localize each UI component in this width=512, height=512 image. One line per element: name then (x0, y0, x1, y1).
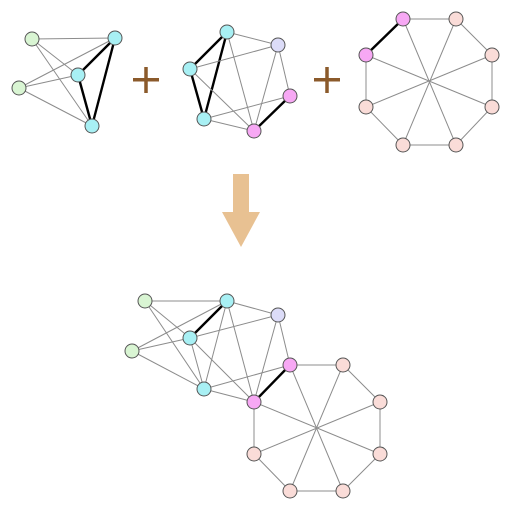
middle-graph (182, 24, 298, 139)
merged-graph-edge-12 (189, 337, 255, 403)
merged-graph-edge-5 (131, 350, 205, 390)
middle-graph-node-3 (270, 37, 286, 53)
right-graph (358, 11, 500, 153)
merged-graph-edge-19 (342, 364, 381, 403)
middle-graph-edge-2 (188, 68, 206, 120)
left-graph (11, 30, 123, 134)
middle-graph-edge-11 (253, 95, 291, 132)
merged-graph-node-1 (124, 343, 140, 359)
left-graph-node-4 (84, 118, 100, 134)
merged-graph-node-0 (137, 293, 153, 309)
right-graph-node-0 (395, 11, 411, 27)
merged-graph-edge-23 (253, 453, 291, 492)
merged-graph-node-10 (372, 446, 388, 462)
merged-graph-node-7 (246, 394, 262, 410)
down-arrow-icon (222, 174, 260, 247)
left-graph-edge-3 (18, 37, 116, 89)
right-graph-node-2 (448, 11, 464, 27)
plus-sign-2 (314, 67, 340, 93)
right-graph-edge-10 (402, 18, 457, 146)
merged-graph-edge-14 (203, 388, 255, 403)
right-graph-node-7 (358, 99, 374, 115)
middle-graph-edge-9 (277, 44, 291, 97)
middle-graph-node-2 (196, 111, 212, 127)
right-graph-edge-0 (365, 18, 404, 56)
merged-graph-node-3 (182, 330, 198, 346)
right-graph-node-6 (395, 137, 411, 153)
merged-graph-edge-9 (226, 300, 279, 316)
middle-graph-edge-7 (203, 95, 291, 120)
middle-graph-node-1 (182, 61, 198, 77)
merged-graph-edge-11 (189, 314, 279, 339)
merged-graph-edge-28 (253, 401, 381, 455)
right-graph-node-1 (358, 47, 374, 63)
merged-graph-node-8 (335, 357, 351, 373)
middle-graph-node-4 (282, 88, 298, 104)
right-graph-edge-4 (455, 106, 493, 146)
left-graph-node-1 (11, 80, 27, 96)
merged-graph-node-9 (372, 394, 388, 410)
middle-graph-edge-10 (253, 44, 279, 132)
merged-graph-edge-13 (203, 364, 291, 390)
middle-graph-edge-3 (226, 31, 279, 46)
left-graph-edge-1 (31, 38, 79, 76)
left-graph-edge-0 (31, 37, 116, 40)
middle-graph-edge-5 (189, 44, 279, 70)
merged-graph-edge-10 (226, 300, 255, 403)
middle-graph-edge-8 (203, 118, 255, 132)
left-graph-node-0 (24, 31, 40, 47)
merged-graph-node-11 (335, 483, 351, 499)
merged-graph-node-2 (219, 293, 235, 309)
plus-sign-1 (133, 67, 159, 93)
right-graph-edge-11 (365, 54, 493, 108)
merged-graph-node-4 (196, 381, 212, 397)
merged-graph-edge-4 (131, 337, 191, 352)
merged-graph-edge-7 (203, 300, 228, 390)
merged-graph-edge-17 (253, 364, 291, 403)
left-graph-edge-2 (31, 38, 93, 127)
merged-graph-edge-3 (131, 300, 228, 352)
left-graph-edge-4 (18, 74, 79, 89)
merged-graph-node-12 (282, 483, 298, 499)
merged-graph-edge-16 (253, 314, 279, 403)
right-graph-edge-2 (455, 18, 493, 56)
middle-graph-node-0 (219, 24, 235, 40)
merged-graph-node-6 (282, 357, 298, 373)
left-graph-node-2 (107, 30, 123, 46)
middle-graph-node-5 (246, 123, 262, 139)
right-graph-node-3 (484, 47, 500, 63)
merged-graph (124, 293, 388, 499)
merged-graph-edge-6 (189, 300, 228, 339)
left-graph-node-3 (70, 67, 86, 83)
right-graph-node-4 (484, 99, 500, 115)
merged-graph-edge-21 (342, 453, 381, 492)
left-graph-edge-7 (90, 37, 117, 127)
left-graph-edge-8 (76, 74, 94, 127)
middle-graph-edge-4 (226, 31, 255, 132)
merged-graph-edge-1 (144, 300, 191, 339)
left-graph-edge-6 (77, 37, 116, 76)
merged-graph-edge-2 (144, 300, 205, 390)
merged-graph-node-5 (270, 307, 286, 323)
right-graph-node-5 (448, 137, 464, 153)
merged-graph-node-13 (246, 446, 262, 462)
merged-graph-edge-8 (189, 337, 205, 390)
left-graph-edge-5 (18, 87, 93, 127)
right-graph-edge-6 (365, 106, 404, 146)
middle-graph-edge-1 (202, 31, 229, 120)
middle-graph-edge-0 (189, 31, 228, 70)
middle-graph-edge-6 (189, 68, 255, 132)
merged-graph-edge-15 (277, 314, 291, 366)
